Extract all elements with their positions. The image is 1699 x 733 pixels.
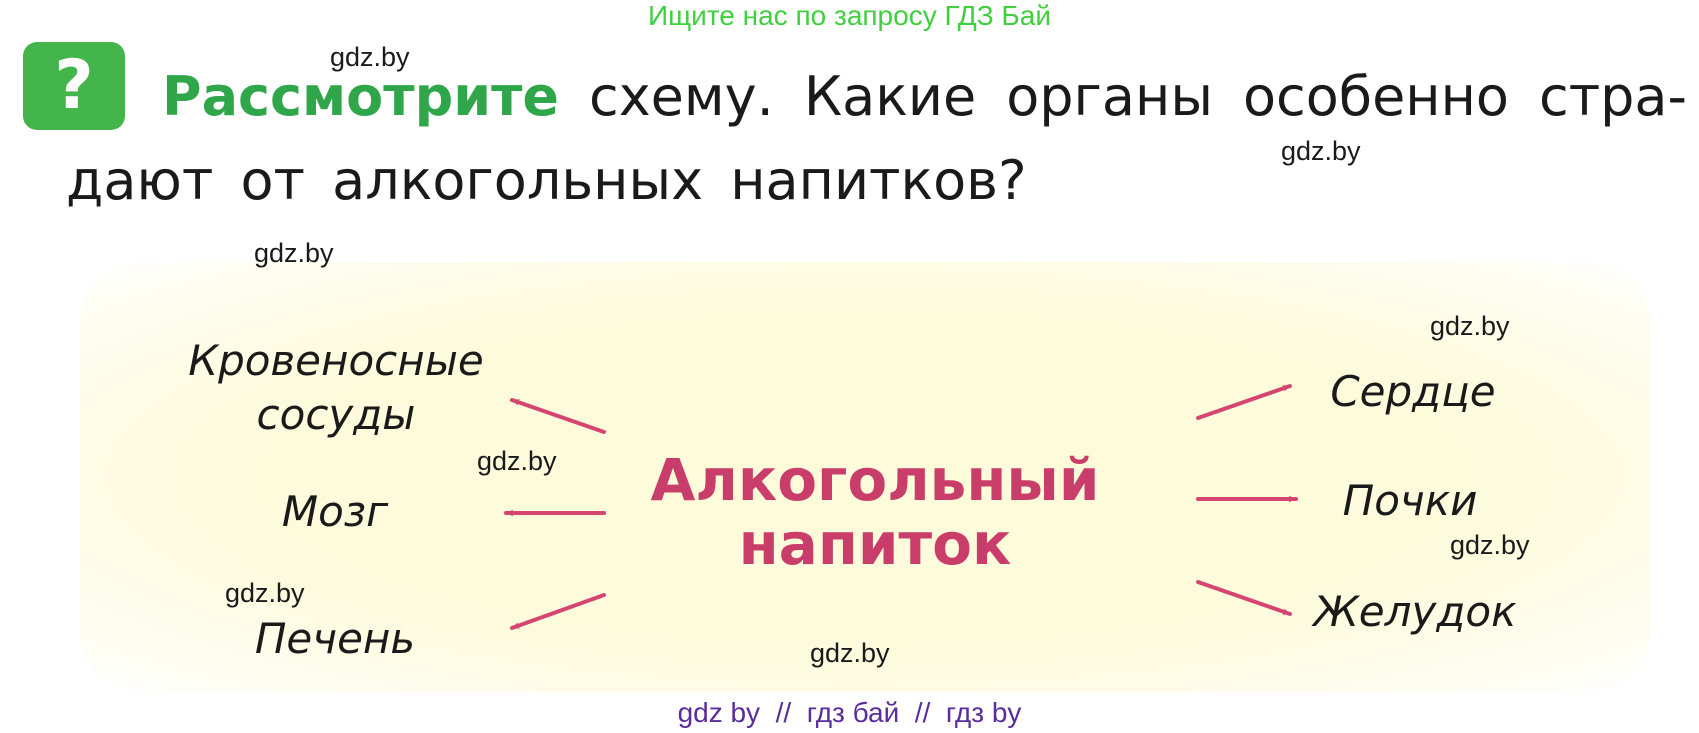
question-word: Какие xyxy=(803,65,977,128)
watermark: gdz.by xyxy=(330,42,410,72)
watermark: gdz.by xyxy=(1450,530,1530,560)
arrow-to-vessels xyxy=(510,398,606,434)
organ-heart: Сердце xyxy=(1330,367,1496,416)
question-word: органы xyxy=(1006,65,1213,128)
question-word: стра- xyxy=(1539,65,1687,128)
watermark: gdz.by xyxy=(1281,136,1361,166)
question-word: особенно xyxy=(1243,65,1509,128)
search-hint-banner: Ищите нас по запросу ГДЗ Бай xyxy=(647,0,1052,31)
question-accent-word: Рассмотрите xyxy=(162,65,559,128)
watermark: gdz.by xyxy=(1430,311,1510,341)
organ-liver: Печень xyxy=(254,614,416,663)
arrow-to-stomach xyxy=(1196,580,1292,616)
center-node-line: Алкогольный xyxy=(650,446,1100,514)
watermark: gdz.by xyxy=(254,238,334,268)
diagram-background xyxy=(80,262,1650,692)
center-node-alcoholic-drink: Алкогольный напиток xyxy=(650,448,1100,576)
question-word: схему. xyxy=(589,65,774,128)
organ-brain: Мозг xyxy=(281,487,389,536)
arrow-to-heart xyxy=(1196,384,1292,420)
watermark: gdz.by xyxy=(225,578,305,608)
question-line-2: дают от алкогольных напитков? xyxy=(66,149,1027,212)
watermark: gdz.by xyxy=(810,638,890,668)
question-mark-icon: ? xyxy=(23,42,125,130)
organ-kidneys: Почки xyxy=(1342,476,1478,525)
organ-label-line: Кровеносные xyxy=(188,336,484,385)
organ-label-line: сосуды xyxy=(256,390,416,439)
footer-watermark: gdz by // гдз бай // гдз by xyxy=(677,697,1022,728)
arrow-to-liver xyxy=(510,593,606,630)
center-node-line: напиток xyxy=(738,510,1012,578)
organ-stomach: Желудок xyxy=(1313,587,1517,636)
question-line-1: Рассмотрите схему. Какие органы особенно… xyxy=(162,62,1687,132)
watermark: gdz.by xyxy=(477,446,557,476)
organ-blood-vessels: Кровеносные сосуды xyxy=(186,334,486,442)
